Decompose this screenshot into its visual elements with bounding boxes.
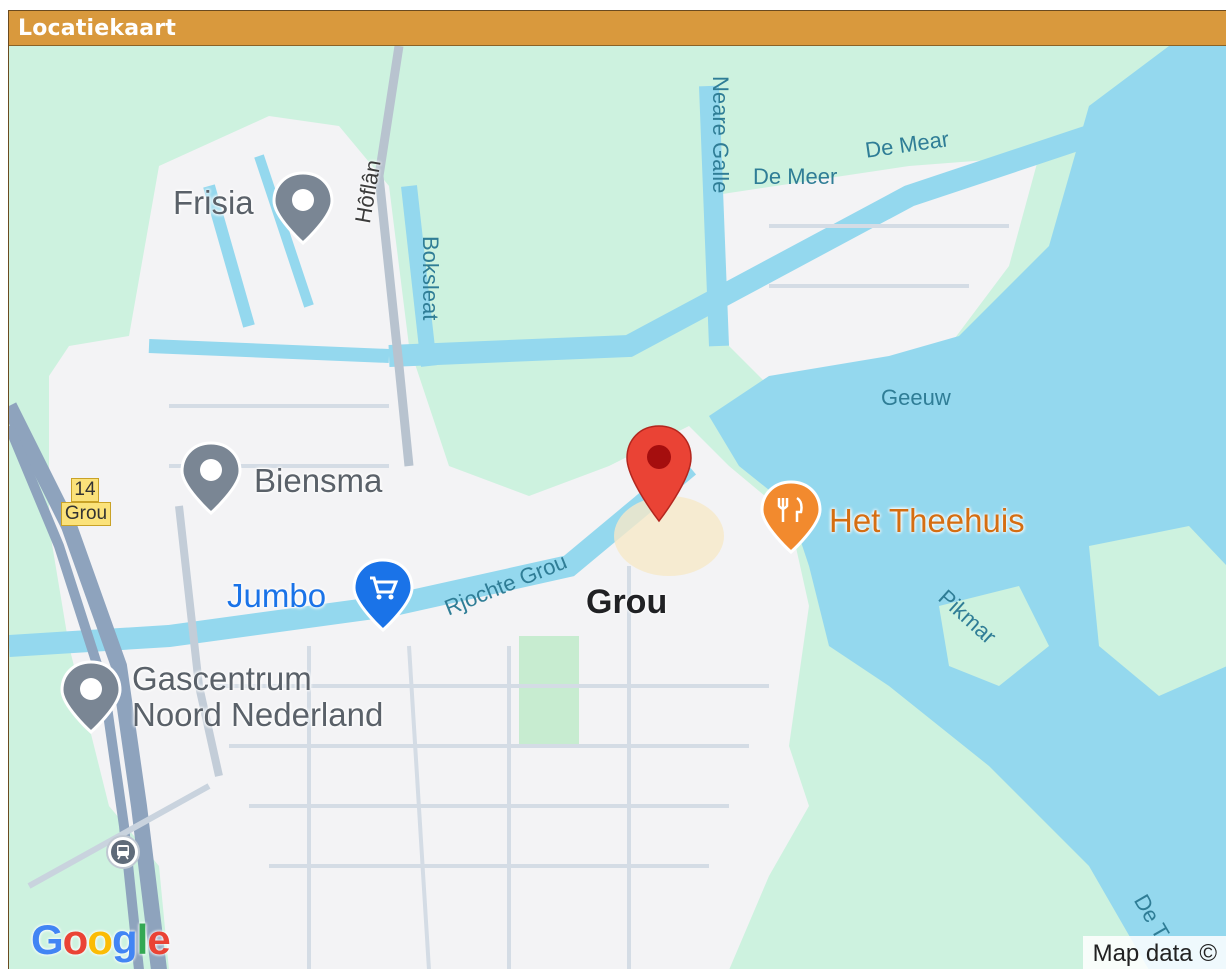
land-island <box>1089 526 1226 696</box>
lake-arm-east <box>1009 346 1226 486</box>
canal-frisia-2 <box>254 154 314 308</box>
canal-boksleat <box>401 185 437 367</box>
google-logo-letter: l <box>136 916 149 963</box>
road-shield-number: 14 <box>71 478 99 502</box>
shopping-cart-icon[interactable] <box>351 558 415 633</box>
highway-a7 <box>9 402 167 969</box>
poi-label-het-theehuis[interactable]: Het Theehuis <box>829 502 1025 539</box>
land-island-2 <box>939 586 1049 686</box>
canal-north <box>388 125 1093 367</box>
train-station-icon[interactable] <box>105 834 141 870</box>
lake-pikmar <box>709 46 1226 969</box>
map-view[interactable]: Frisia Biensma Jumbo Gascentrum Noord Ne… <box>9 46 1226 969</box>
map-canvas[interactable] <box>9 46 1226 969</box>
road-hoflan <box>374 46 414 467</box>
road-shield-name: Grou <box>61 502 111 526</box>
generic-pin-icon[interactable] <box>271 171 335 246</box>
map-attribution[interactable]: Map data © <box>1082 936 1226 969</box>
poi-label-jumbo[interactable]: Jumbo <box>227 577 327 614</box>
canal-neare-galle <box>699 85 729 347</box>
google-logo-letter: o <box>62 916 89 963</box>
google-logo-letter: e <box>147 916 170 963</box>
restaurant-icon[interactable] <box>759 480 823 555</box>
water-label-geeuw: Geeuw <box>881 385 951 410</box>
google-logo-letter: G <box>31 916 64 963</box>
poi-label-gascentrum-line1[interactable]: Gascentrum <box>132 660 312 697</box>
road-west <box>175 505 223 777</box>
street-grid <box>169 224 1009 969</box>
poi-label-biensma[interactable]: Biensma <box>254 462 383 499</box>
park-area <box>519 636 579 746</box>
generic-pin-icon[interactable] <box>59 660 123 735</box>
water-label-neare-galle: Neare Galle <box>708 76 733 194</box>
panel-title-bar: Locatiekaart <box>9 11 1226 46</box>
water-label-boksleat: Boksleat <box>418 236 443 321</box>
location-map-panel: Locatiekaart <box>8 10 1226 969</box>
canal-frisia <box>203 184 255 328</box>
location-marker-icon[interactable] <box>624 424 694 524</box>
google-logo-letter: g <box>111 916 138 963</box>
google-logo-letter: o <box>87 916 113 963</box>
urban-area-north <box>709 156 1039 386</box>
poi-label-frisia[interactable]: Frisia <box>173 184 254 221</box>
poi-label-gascentrum-line2[interactable]: Noord Nederland <box>132 696 384 733</box>
panel-title: Locatiekaart <box>18 16 177 41</box>
water-label-de-meer: De Meer <box>753 164 838 189</box>
google-logo: Google <box>31 916 171 964</box>
town-center-area <box>614 496 724 576</box>
generic-pin-icon[interactable] <box>179 441 243 516</box>
urban-area <box>49 116 809 969</box>
town-label: Grou <box>586 583 668 621</box>
canal-west <box>148 339 390 363</box>
